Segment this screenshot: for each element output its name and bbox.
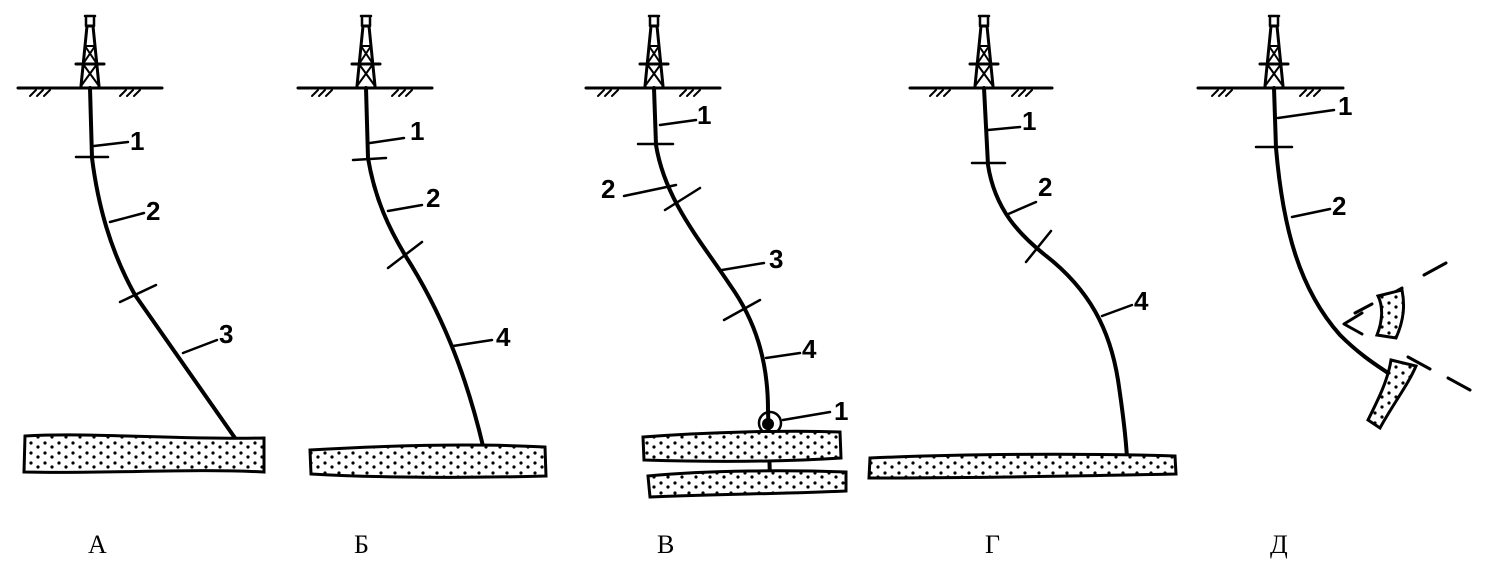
wellbore-b	[364, 86, 485, 448]
reservoir-layer-a	[22, 433, 266, 474]
section-label: 1	[410, 116, 424, 146]
section-ticks-v	[622, 118, 832, 422]
reservoir-block-upper-d	[1374, 288, 1406, 340]
panel-caption: Г	[985, 530, 1000, 559]
section-label: 2	[1038, 172, 1052, 202]
drilling-rig-icon	[350, 14, 382, 88]
section-label: 1	[130, 126, 144, 156]
section-label: 3	[219, 319, 233, 349]
panel-caption: А	[88, 530, 107, 559]
drilling-rig-icon	[638, 14, 670, 88]
panel-caption: Б	[354, 530, 369, 559]
section-label: 1	[697, 100, 711, 130]
reservoir-layer-b	[308, 443, 548, 479]
wellbore-g	[982, 86, 1129, 460]
panel-b: 1 2 4 Б	[296, 14, 548, 559]
section-label: 2	[1332, 191, 1346, 221]
section-label: 1	[1338, 91, 1352, 121]
panel-d: 1 2 Д	[1196, 14, 1472, 559]
wellbore-v	[652, 86, 772, 482]
wellbore-a	[88, 86, 237, 440]
section-label: 1	[1022, 106, 1036, 136]
section-label: 2	[146, 196, 160, 226]
section-ticks-a	[74, 140, 219, 355]
panel-caption: Д	[1270, 530, 1288, 559]
ground-surface-d	[1196, 86, 1345, 97]
panel-a: 1 2 3 А	[16, 14, 266, 559]
drilling-rig-icon	[968, 14, 1000, 88]
wellbore-d	[1272, 86, 1397, 380]
section-label: 2	[601, 174, 615, 204]
section-ticks-g	[970, 125, 1134, 318]
section-label: 3	[769, 244, 783, 274]
reservoir-layer-g	[867, 452, 1178, 480]
section-label: 1	[834, 396, 848, 426]
section-label: 4	[496, 322, 511, 352]
reservoir-layer-v-lower	[646, 469, 848, 499]
ground-surface-g	[908, 86, 1054, 97]
section-label: 2	[426, 183, 440, 213]
panel-v: 1 2 3 4 1 В	[584, 14, 848, 559]
section-label: 4	[1134, 286, 1149, 316]
reservoir-block-lower-d	[1366, 358, 1419, 431]
drilling-rig-icon	[74, 14, 106, 88]
section-ticks-d	[1254, 108, 1336, 219]
section-label: 4	[802, 334, 817, 364]
panel-g: 1 2 4 Г	[867, 14, 1178, 559]
section-ticks-b	[351, 136, 494, 348]
panel-caption: В	[657, 530, 674, 559]
reservoir-layer-v-upper	[641, 429, 843, 463]
drilling-rig-icon	[1258, 14, 1290, 88]
